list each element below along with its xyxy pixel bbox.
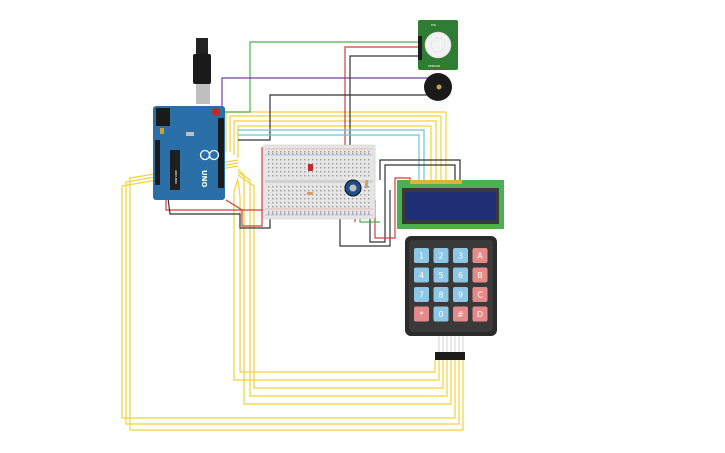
power-jack [156,108,170,126]
keypad-key-1-2[interactable] [453,267,468,283]
pir-label-top: PIR [431,23,436,27]
keypad-keys: 1 2 3 A 4 5 6 B 7 8 9 C * 0 # D [414,248,488,322]
keypad-key-2-0[interactable] [414,287,429,302]
pir-dome-inner [430,37,446,53]
keypad-key-label: 2 [438,251,443,260]
keypad-wire-4[interactable] [237,168,452,405]
breadboard-holes [268,151,370,215]
keypad-key-3-3[interactable] [472,306,488,322]
usb-cable-housing [193,54,211,84]
keypad-key-label: 6 [458,271,463,280]
lcd-wire-yellow-2[interactable] [229,115,442,180]
reset-button[interactable] [212,108,220,116]
lcd-wire-yellow-4[interactable] [237,125,432,180]
keypad-wire-7[interactable] [233,177,440,381]
usb-connector [196,84,210,104]
gnd-wire-black-2[interactable] [339,190,391,247]
keypad-key-label: C [477,290,483,299]
lcd-header-pins [410,180,462,184]
capacitor-1 [160,128,164,134]
usb-plug [196,38,208,54]
keypad-ribbon [438,336,464,352]
keypad-key-label: 9 [458,290,463,299]
lcd-wire-red-2[interactable] [374,177,411,239]
keypad-key-2-1[interactable] [433,287,449,302]
keypad-key-3-1[interactable] [433,306,449,322]
keypad-key-label: 0 [438,310,443,319]
keypad-inner [409,240,493,332]
keypad-key-0-1[interactable] [433,248,449,263]
keypad-wire-8[interactable] [237,180,436,373]
breadboard[interactable] [262,144,376,220]
lcd-display[interactable] [397,180,504,229]
crystal [186,132,194,136]
keypad-key-label: A [477,251,483,260]
keypad-key-label: 8 [438,290,443,299]
keypad-key-label: # [457,310,464,319]
wires [121,41,464,431]
atmega-chip [170,150,180,190]
pir-dome [424,31,452,59]
keypad-wire-5[interactable] [237,171,448,397]
buzzer-wire-black[interactable] [238,94,428,141]
gnd-wire-black-3[interactable] [369,164,456,243]
pir-label-bottom: SENSOR [428,64,440,68]
lcd-wire-cyan-1[interactable] [238,129,425,180]
buzzer-dot [436,84,442,90]
keypad-key-1-1[interactable] [433,267,449,283]
lcd-wire-yellow-1[interactable] [225,111,447,180]
keypad-key-1-0[interactable] [414,267,429,283]
keypad-key-0-3[interactable] [472,248,488,263]
keypad-wire-6[interactable] [237,174,444,389]
breadboard-trench [265,180,373,183]
arduino-brand-text: ARDUINO [174,170,178,185]
keypad-key-label: B [477,271,483,280]
power-wire-red-2[interactable] [165,196,266,211]
resistor[interactable] [307,192,313,195]
buzzer[interactable] [424,73,452,101]
keypad-key-2-2[interactable] [453,287,468,302]
gnd-wire-black-1[interactable] [167,197,271,229]
keypad-key-1-3[interactable] [472,267,488,283]
keypad-key-3-2[interactable] [453,306,468,322]
arduino-header-power [155,140,160,185]
keypad-key-label: 7 [419,290,424,299]
pir-wire-green[interactable] [213,41,418,113]
pir-sensor[interactable]: PIR SENSOR [418,20,458,70]
keypad-key-0-0[interactable] [414,248,429,263]
resistor-2[interactable] [365,180,368,188]
keypad-key-label: D [477,310,483,319]
keypad-key-label: 5 [438,271,443,280]
lcd-wire-yellow-3[interactable] [233,120,437,180]
lcd-screen [405,192,496,220]
keypad-key-label: 1 [419,251,424,260]
keypad-connector [435,352,465,360]
pir-header [418,36,422,60]
keypad-key-3-0[interactable] [414,306,429,322]
uno-logo-text: UNO [200,170,208,188]
arduino-header-digital [218,118,224,188]
lcd-wire-black-4[interactable] [379,159,461,180]
keypad[interactable]: 1 2 3 A 4 5 6 B 7 8 9 C * 0 # D [405,236,497,360]
potentiometer-knob [349,184,357,192]
led-red[interactable] [308,164,313,171]
keypad-key-label: 3 [458,251,463,260]
arduino-board[interactable]: UNO ARDUINO [153,38,225,200]
keypad-key-label: 4 [419,271,424,280]
keypad-key-2-3[interactable] [472,287,488,302]
buzzer-wire-purple[interactable] [221,77,428,110]
arduino-logo-right [208,149,220,161]
keypad-key-0-2[interactable] [453,248,468,263]
keypad-key-label: * [420,310,424,319]
